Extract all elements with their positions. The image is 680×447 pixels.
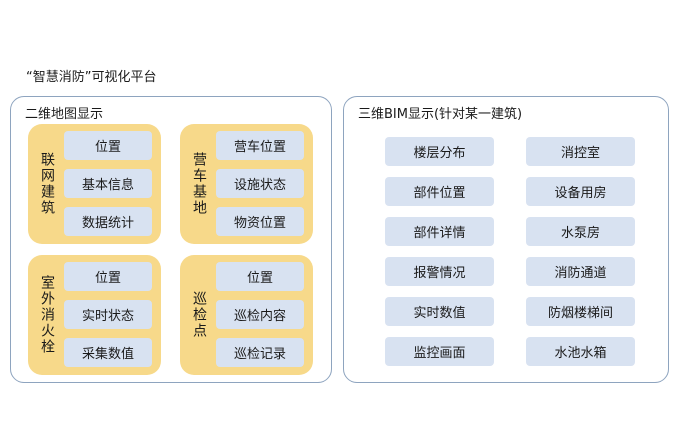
group-item: 位置 [64, 262, 152, 291]
group-item: 设施状态 [216, 169, 304, 198]
group-name: 室外消火栓 [39, 275, 55, 355]
group-name: 营车基地 [191, 152, 207, 216]
bim-item: 设备用房 [526, 177, 635, 206]
panel-3d-title: 三维BIM显示(针对某一建筑) [358, 107, 523, 122]
bim-item: 部件位置 [385, 177, 494, 206]
group-item: 物资位置 [216, 207, 304, 236]
page-title: “智慧消防”可视化平台 [26, 70, 157, 85]
group-item: 位置 [64, 131, 152, 160]
group-item: 实时状态 [64, 300, 152, 329]
bim-item: 实时数值 [385, 297, 494, 326]
group-name: 巡检点 [191, 291, 207, 339]
bim-item: 监控画面 [385, 337, 494, 366]
group-item: 位置 [216, 262, 304, 291]
group-fire-station-base: 营车基地 营车位置 设施状态 物资位置 [180, 124, 313, 244]
group-item: 采集数值 [64, 338, 152, 367]
group-outdoor-hydrant: 室外消火栓 位置 实时状态 采集数值 [28, 255, 161, 375]
group-item: 营车位置 [216, 131, 304, 160]
group-item: 巡检记录 [216, 338, 304, 367]
group-inspection-point: 巡检点 位置 巡检内容 巡检记录 [180, 255, 313, 375]
bim-item: 水泵房 [526, 217, 635, 246]
bim-item: 部件详情 [385, 217, 494, 246]
bim-item: 报警情况 [385, 257, 494, 286]
bim-item: 楼层分布 [385, 137, 494, 166]
bim-item: 水池水箱 [526, 337, 635, 366]
group-networked-building: 联网建筑 位置 基本信息 数据统计 [28, 124, 161, 244]
group-item: 巡检内容 [216, 300, 304, 329]
bim-item: 消防通道 [526, 257, 635, 286]
group-item: 基本信息 [64, 169, 152, 198]
bim-item: 防烟楼梯间 [526, 297, 635, 326]
group-item: 数据统计 [64, 207, 152, 236]
panel-2d-title: 二维地图显示 [25, 107, 104, 122]
group-name: 联网建筑 [39, 152, 55, 216]
bim-item: 消控室 [526, 137, 635, 166]
